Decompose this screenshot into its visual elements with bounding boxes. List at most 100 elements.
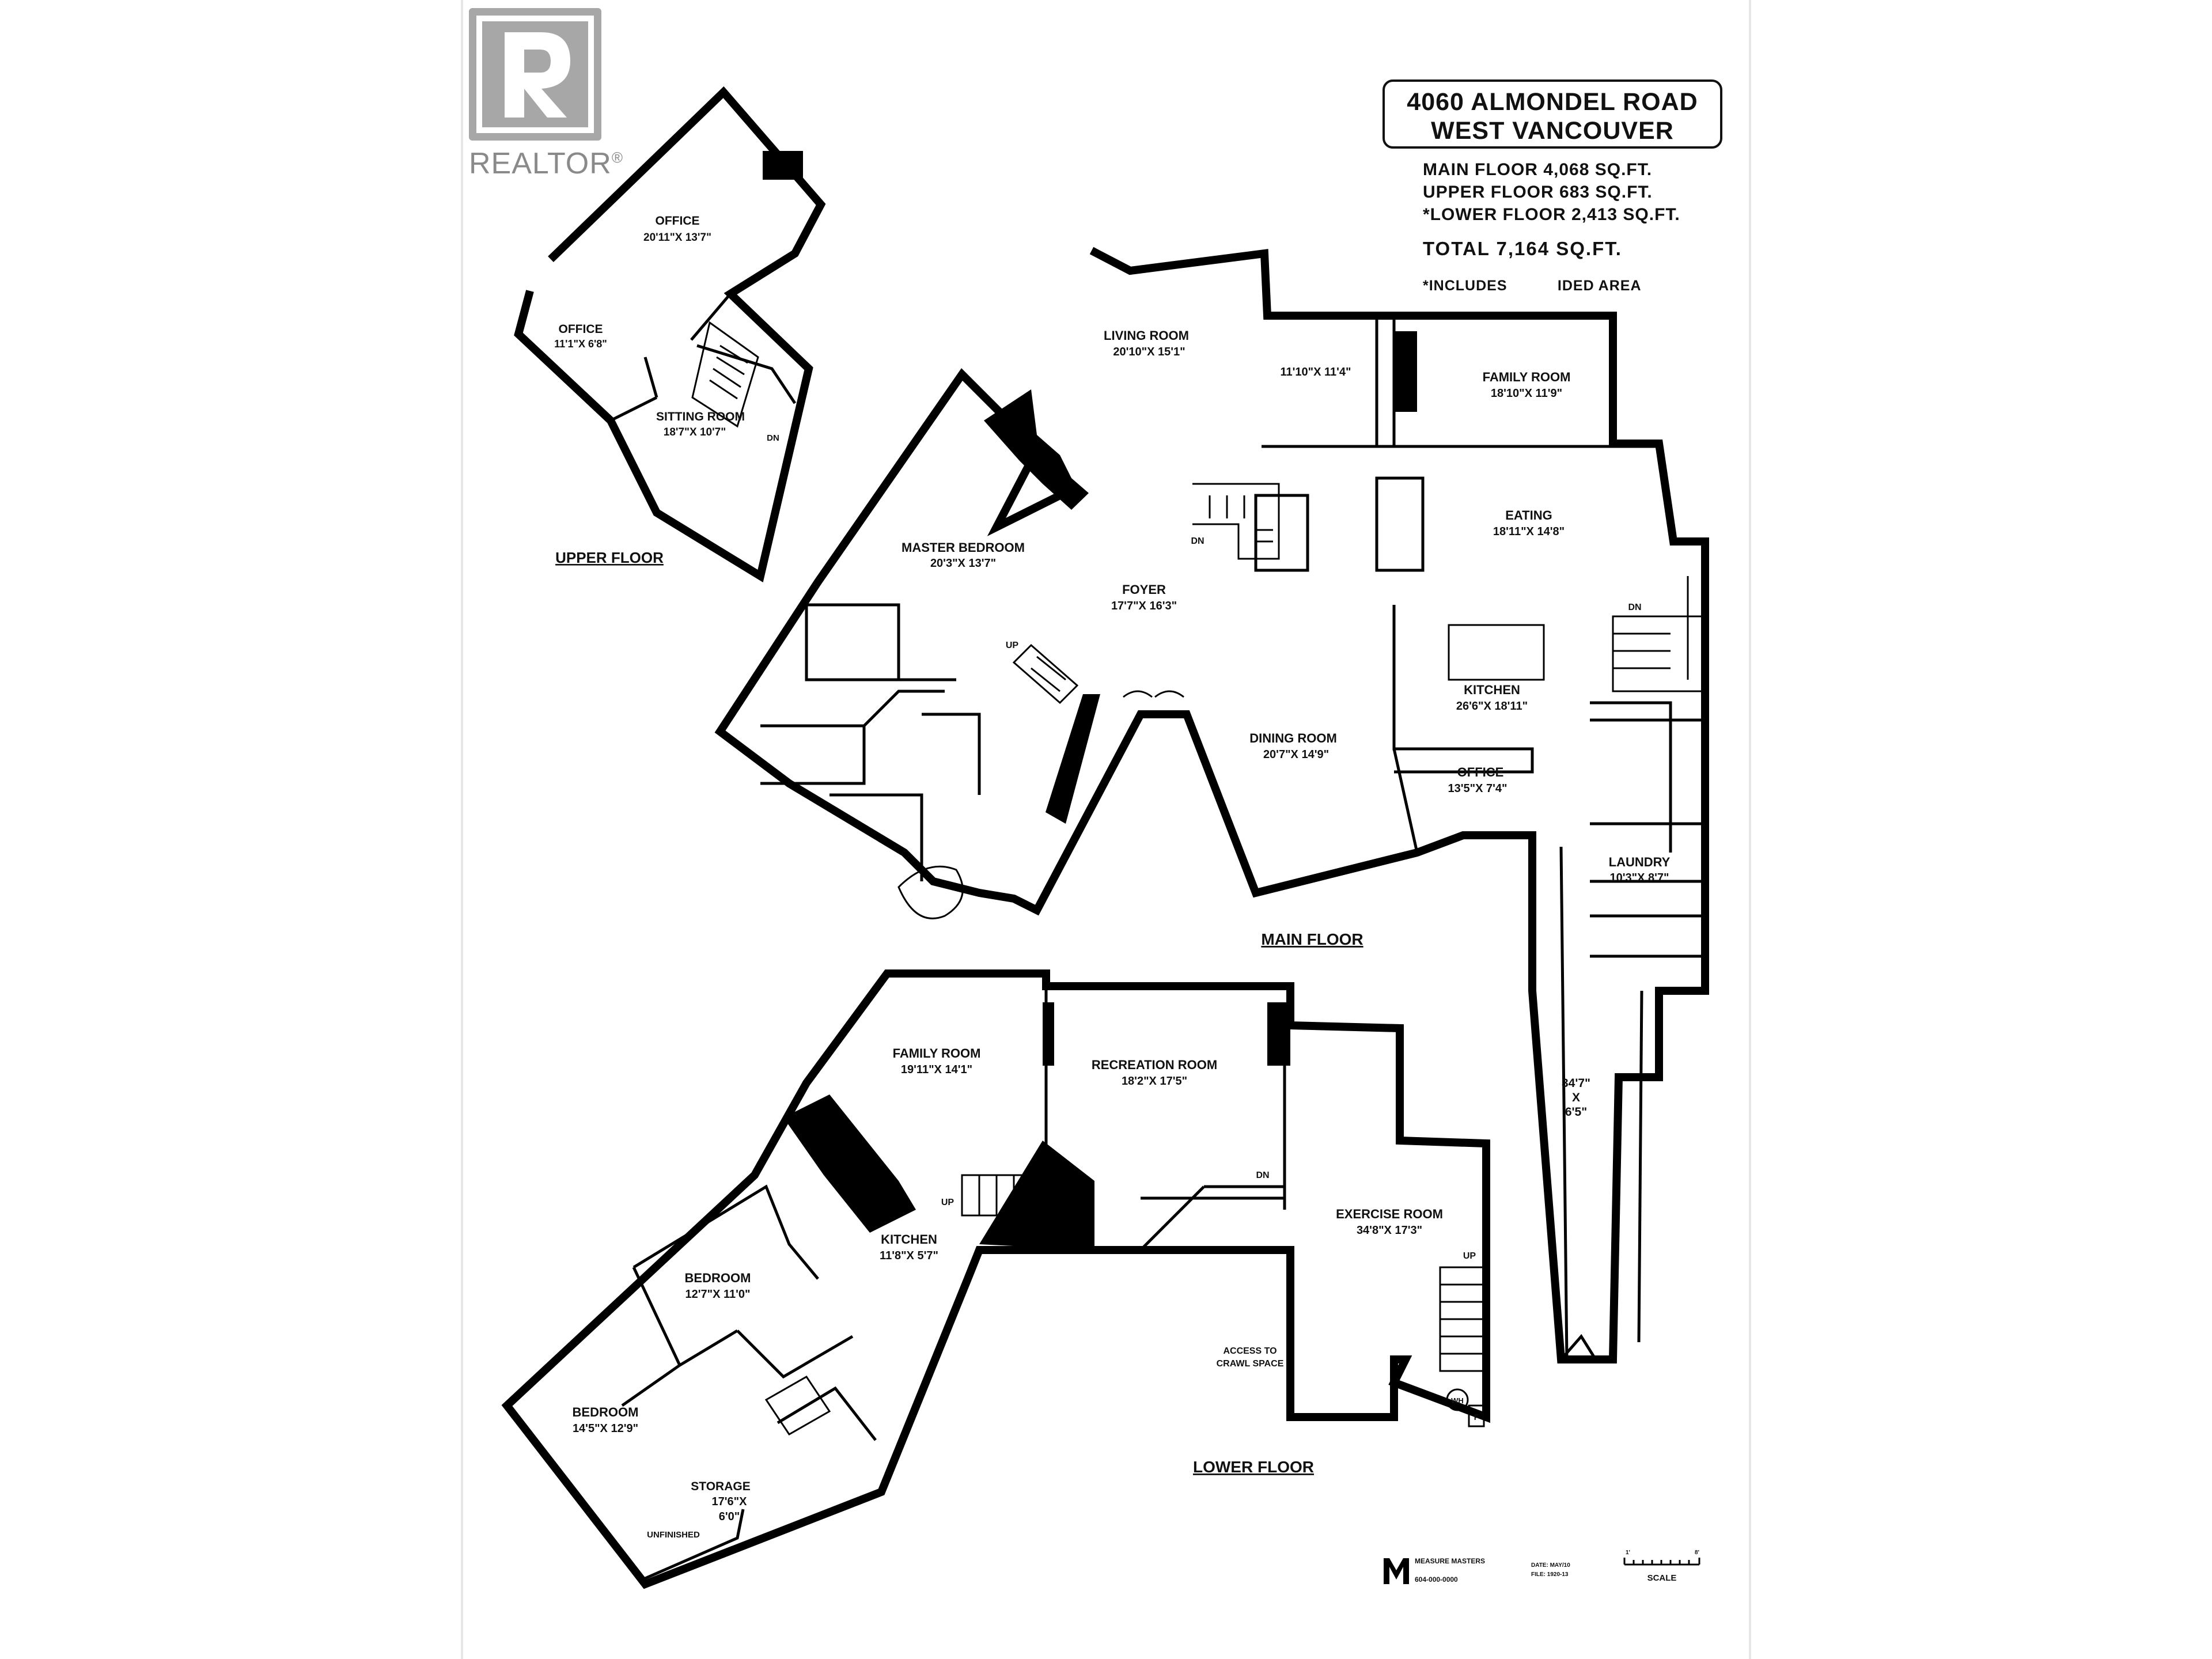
furnace-label: F — [1474, 1412, 1479, 1422]
upper-sitting-room-dims: 18'7"X 10'7" — [664, 426, 726, 438]
main-stair-3 — [1012, 643, 1079, 704]
water-heater — [1446, 1388, 1469, 1411]
upper-sitting-room-name: SITTING ROOM — [656, 410, 745, 423]
lower-rec-wall — [1043, 1002, 1054, 1066]
plan-date: DATE: MAY/10 — [1531, 1562, 1570, 1569]
storage-dims-b: 6'0" — [719, 1510, 740, 1523]
kitchen-island — [1448, 624, 1545, 681]
lower-stair-down-label: DN — [1256, 1171, 1269, 1180]
scale-start: 1' — [1626, 1550, 1630, 1556]
living-room-name: LIVING ROOM — [1104, 328, 1189, 343]
lower-bathtub — [764, 1376, 831, 1435]
total-area: TOTAL 7,164 SQ.FT. — [1423, 238, 1622, 259]
family-room-name: FAMILY ROOM — [1483, 370, 1571, 384]
upper-small-office-dims: 11'1"X 6'8" — [554, 338, 607, 350]
deck-dims-b: 6'5" — [1565, 1105, 1587, 1119]
lower-bedroom-1-name: BEDROOM — [685, 1271, 751, 1285]
deck-dims-a: 34'7" — [1562, 1077, 1590, 1090]
lower-family-room-name: FAMILY ROOM — [893, 1046, 981, 1060]
storage-name: STORAGE — [691, 1480, 750, 1493]
laundry-name: LAUNDRY — [1609, 855, 1671, 869]
foyer-dims: 17'7"X 16'3" — [1111, 600, 1177, 612]
main-floor-area: MAIN FLOOR 4,068 SQ.FT. — [1423, 160, 1653, 179]
kitchen-name: KITCHEN — [1464, 683, 1520, 697]
main-entry-doors — [1123, 690, 1184, 698]
lower-kitchen-name: KITCHEN — [881, 1232, 937, 1247]
master-bedroom-dims: 20'3"X 13'7" — [930, 557, 996, 570]
main-master-fireplace — [984, 389, 1089, 510]
lower-stair-2 — [1439, 1266, 1487, 1372]
measure-masters-logo-mark — [1384, 1558, 1409, 1584]
address-line-1: 4060 ALMONDEL ROAD — [1407, 88, 1698, 116]
lower-stair-up-label: UP — [941, 1198, 955, 1207]
scale-end: 8' — [1695, 1550, 1699, 1556]
company-name: MEASURE MASTERS — [1415, 1557, 1485, 1565]
main-office-dims: 13'5"X 7'4" — [1448, 782, 1508, 795]
lower-bedroom-1-dims: 12'7"X 11'0" — [685, 1288, 750, 1301]
realtor-logo-mark — [469, 8, 601, 141]
lower-stair-1 — [961, 1174, 1038, 1217]
upper-small-office-name: OFFICE — [559, 323, 603, 336]
sheet-edge-left — [461, 0, 463, 1659]
main-stair-2 — [1612, 576, 1706, 692]
main-floor-outline — [714, 247, 1709, 1363]
upper-stair-down-label: DN — [767, 433, 779, 443]
main-floor-partitions — [760, 314, 1705, 958]
kitchen-dims: 26'6"X 18'11" — [1456, 700, 1528, 713]
sheet-edge-right — [1749, 0, 1751, 1659]
lower-family-room-dims: 19'11"X 14'1" — [901, 1063, 972, 1076]
upper-office-dims: 20'11"X 13'7" — [643, 232, 711, 244]
master-stair-up-label: UP — [1006, 641, 1019, 650]
lower-floor-outline — [501, 969, 1490, 1589]
storage-unfinished-note: UNFINISHED — [647, 1530, 700, 1540]
exercise-room-dims: 34'8"X 17'3" — [1357, 1224, 1422, 1237]
master-bathtub — [897, 865, 964, 919]
lower-rec-fireplace — [1267, 1002, 1290, 1066]
furnace — [1468, 1404, 1485, 1427]
den-dims: 11'10"X 11'4" — [1280, 366, 1351, 378]
upper-fireplace — [763, 151, 803, 180]
area-summary: MAIN FLOOR 4,068 SQ.FT. UPPER FLOOR 683 … — [1423, 158, 1680, 297]
recreation-room-dims: 18'2"X 17'5" — [1122, 1075, 1187, 1088]
area-footnote: *INCLUDES IDED AREA — [1423, 278, 1642, 294]
upper-floor-partitions — [609, 293, 797, 422]
upper-floor-plan: OFFICE 20'11"X 13'7" OFFICE 11'1"X 6'8" … — [514, 86, 826, 583]
company-phone: 604-000-0000 — [1415, 1575, 1458, 1584]
main-family-fireplace — [1394, 331, 1417, 412]
plan-footer: MEASURE MASTERS 604-000-0000 DATE: MAY/1… — [1384, 1550, 1700, 1584]
main-stair-1 — [1192, 483, 1280, 560]
lower-floor-partitions — [621, 986, 1286, 1580]
storage-dims-a: 17'6"X — [712, 1495, 748, 1508]
address-box: 4060 ALMONDEL ROAD WEST VANCOUVER — [1382, 79, 1722, 149]
realtor-wordmark: REALTOR® — [469, 146, 623, 181]
scale-bar — [1623, 1558, 1700, 1566]
dining-room-name: DINING ROOM — [1249, 731, 1337, 745]
main-deck-rails — [1559, 846, 1643, 1361]
realtor-wordmark-text: REALTOR — [469, 147, 612, 180]
eating-name: EATING — [1505, 508, 1552, 522]
main-wedge-wall — [1046, 694, 1100, 824]
crawl-space-line-1: ACCESS TO — [1223, 1346, 1277, 1356]
laundry-dims: 10'3"X 8'7" — [1610, 872, 1669, 884]
plan-file: FILE: 1920-13 — [1531, 1571, 1569, 1578]
lower-floor-plan: FAMILY ROOM 19'11"X 14'1" RECREATION ROO… — [501, 969, 1490, 1589]
deck-dims-x: X — [1572, 1091, 1580, 1104]
main-stair-down-label: DN — [1191, 536, 1204, 546]
master-bedroom-name: MASTER BEDROOM — [902, 540, 1025, 555]
recreation-room-name: RECREATION ROOM — [1092, 1058, 1217, 1072]
realtor-trademark: ® — [611, 149, 623, 166]
foyer-name: FOYER — [1122, 582, 1166, 597]
living-room-dims: 20'10"X 15'1" — [1113, 346, 1185, 358]
eating-dims: 18'11"X 14'8" — [1493, 525, 1565, 538]
dining-room-dims: 20'7"X 14'9" — [1263, 748, 1329, 761]
main-floor-plan: LIVING ROOM 20'10"X 15'1" 11'10"X 11'4" … — [714, 247, 1709, 1363]
address-line-2: WEST VANCOUVER — [1431, 117, 1674, 145]
upper-floor-title: UPPER FLOOR — [555, 549, 664, 566]
lower-floor-area: *LOWER FLOOR 2,413 SQ.FT. — [1423, 205, 1680, 224]
lower-bedroom-2-name: BEDROOM — [573, 1405, 639, 1419]
water-heater-label: WH — [1451, 1396, 1464, 1405]
lower-floor-title: LOWER FLOOR — [1193, 1458, 1314, 1476]
upper-office-name: OFFICE — [656, 214, 700, 228]
